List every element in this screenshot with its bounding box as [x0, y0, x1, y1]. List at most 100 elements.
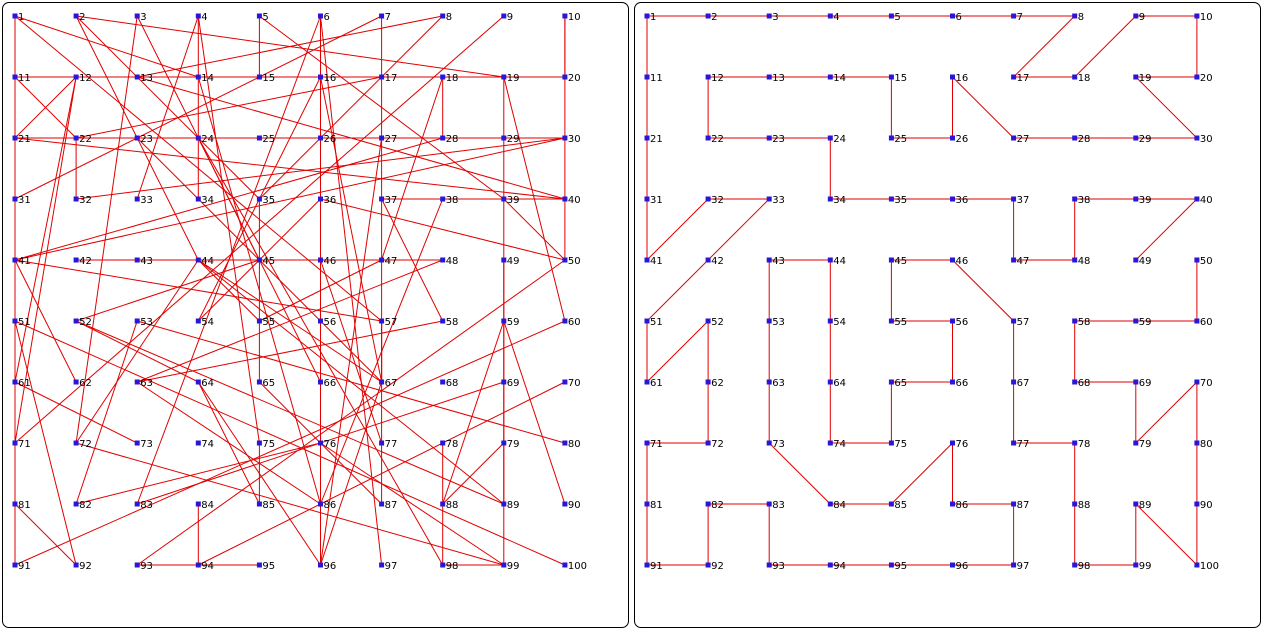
node-35	[888, 196, 894, 202]
edge-53-82	[75, 320, 138, 505]
node-43	[766, 257, 772, 263]
node-label-4: 4	[201, 12, 207, 23]
node-label-23: 23	[772, 134, 785, 145]
node-84	[827, 501, 833, 507]
node-label-63: 63	[772, 378, 785, 389]
node-label-73: 73	[772, 439, 785, 450]
node-label-55: 55	[262, 317, 275, 328]
edge-47-55	[259, 259, 382, 322]
node-15	[888, 74, 894, 80]
node-label-45: 45	[894, 256, 907, 267]
node-55	[888, 318, 894, 324]
node-24	[195, 135, 201, 141]
node-label-64: 64	[201, 378, 214, 389]
edge-19-30	[1135, 76, 1198, 139]
node-8	[440, 13, 446, 19]
node-label-44: 44	[833, 256, 846, 267]
edge-88-79	[442, 442, 505, 505]
node-72	[705, 440, 711, 446]
node-label-38: 38	[1078, 195, 1091, 206]
node-label-38: 38	[446, 195, 459, 206]
node-41	[644, 257, 650, 263]
node-64	[827, 379, 833, 385]
node-label-96: 96	[956, 561, 969, 572]
node-32	[705, 196, 711, 202]
node-31	[644, 196, 650, 202]
node-label-69: 69	[1139, 378, 1152, 389]
node-label-43: 43	[140, 256, 153, 267]
node-67	[379, 379, 385, 385]
node-label-87: 87	[385, 500, 398, 511]
node-69	[501, 379, 507, 385]
node-label-14: 14	[833, 73, 846, 84]
node-label-59: 59	[1139, 317, 1152, 328]
node-16	[318, 74, 323, 80]
node-25	[888, 135, 894, 141]
node-label-49: 49	[507, 256, 520, 267]
node-31	[12, 196, 18, 202]
node-29	[1133, 135, 1139, 141]
node-5	[256, 13, 262, 19]
node-label-29: 29	[1139, 134, 1152, 145]
node-label-77: 77	[1017, 439, 1030, 450]
node-78	[440, 440, 446, 446]
node-label-89: 89	[1139, 500, 1152, 511]
node-label-14: 14	[201, 73, 214, 84]
node-label-90: 90	[568, 500, 581, 511]
node-18	[440, 74, 446, 80]
node-label-33: 33	[772, 195, 785, 206]
node-label-21: 21	[18, 134, 31, 145]
node-label-17: 17	[1017, 73, 1030, 84]
node-56	[318, 318, 323, 324]
node-label-35: 35	[894, 195, 907, 206]
node-label-76: 76	[324, 439, 337, 450]
node-5	[888, 13, 894, 19]
node-label-26: 26	[956, 134, 969, 145]
node-label-47: 47	[1017, 256, 1030, 267]
node-label-1: 1	[650, 12, 656, 23]
node-85	[888, 501, 894, 507]
node-49	[1133, 257, 1139, 263]
node-label-27: 27	[1017, 134, 1030, 145]
node-4	[827, 13, 833, 19]
node-label-98: 98	[446, 561, 459, 572]
node-label-79: 79	[1139, 439, 1152, 450]
node-label-68: 68	[446, 378, 459, 389]
node-label-28: 28	[446, 134, 459, 145]
node-53	[766, 318, 772, 324]
node-14	[195, 74, 201, 80]
node-label-6: 6	[324, 12, 330, 23]
node-37	[379, 196, 385, 202]
node-59	[1133, 318, 1139, 324]
node-76	[318, 440, 323, 446]
node-13	[766, 74, 772, 80]
node-7	[379, 13, 385, 19]
node-54	[827, 318, 833, 324]
node-94	[827, 562, 833, 568]
node-30	[1194, 135, 1200, 141]
node-label-29: 29	[507, 134, 520, 145]
node-10	[1194, 13, 1200, 19]
node-58	[440, 318, 446, 324]
node-1	[12, 13, 18, 19]
node-38	[1072, 196, 1078, 202]
node-label-65: 65	[262, 378, 275, 389]
node-label-80: 80	[1200, 439, 1213, 450]
node-label-40: 40	[568, 195, 581, 206]
node-44	[827, 257, 833, 263]
node-label-92: 92	[79, 561, 92, 572]
edge-12-21	[14, 76, 77, 139]
node-43	[134, 257, 140, 263]
node-75	[256, 440, 262, 446]
node-11	[12, 74, 18, 80]
node-28	[1072, 135, 1078, 141]
node-80	[562, 440, 568, 446]
node-label-34: 34	[833, 195, 846, 206]
edge-96-67	[320, 381, 383, 566]
node-label-100: 100	[568, 561, 587, 572]
node-84	[195, 501, 201, 507]
node-91	[12, 562, 18, 568]
